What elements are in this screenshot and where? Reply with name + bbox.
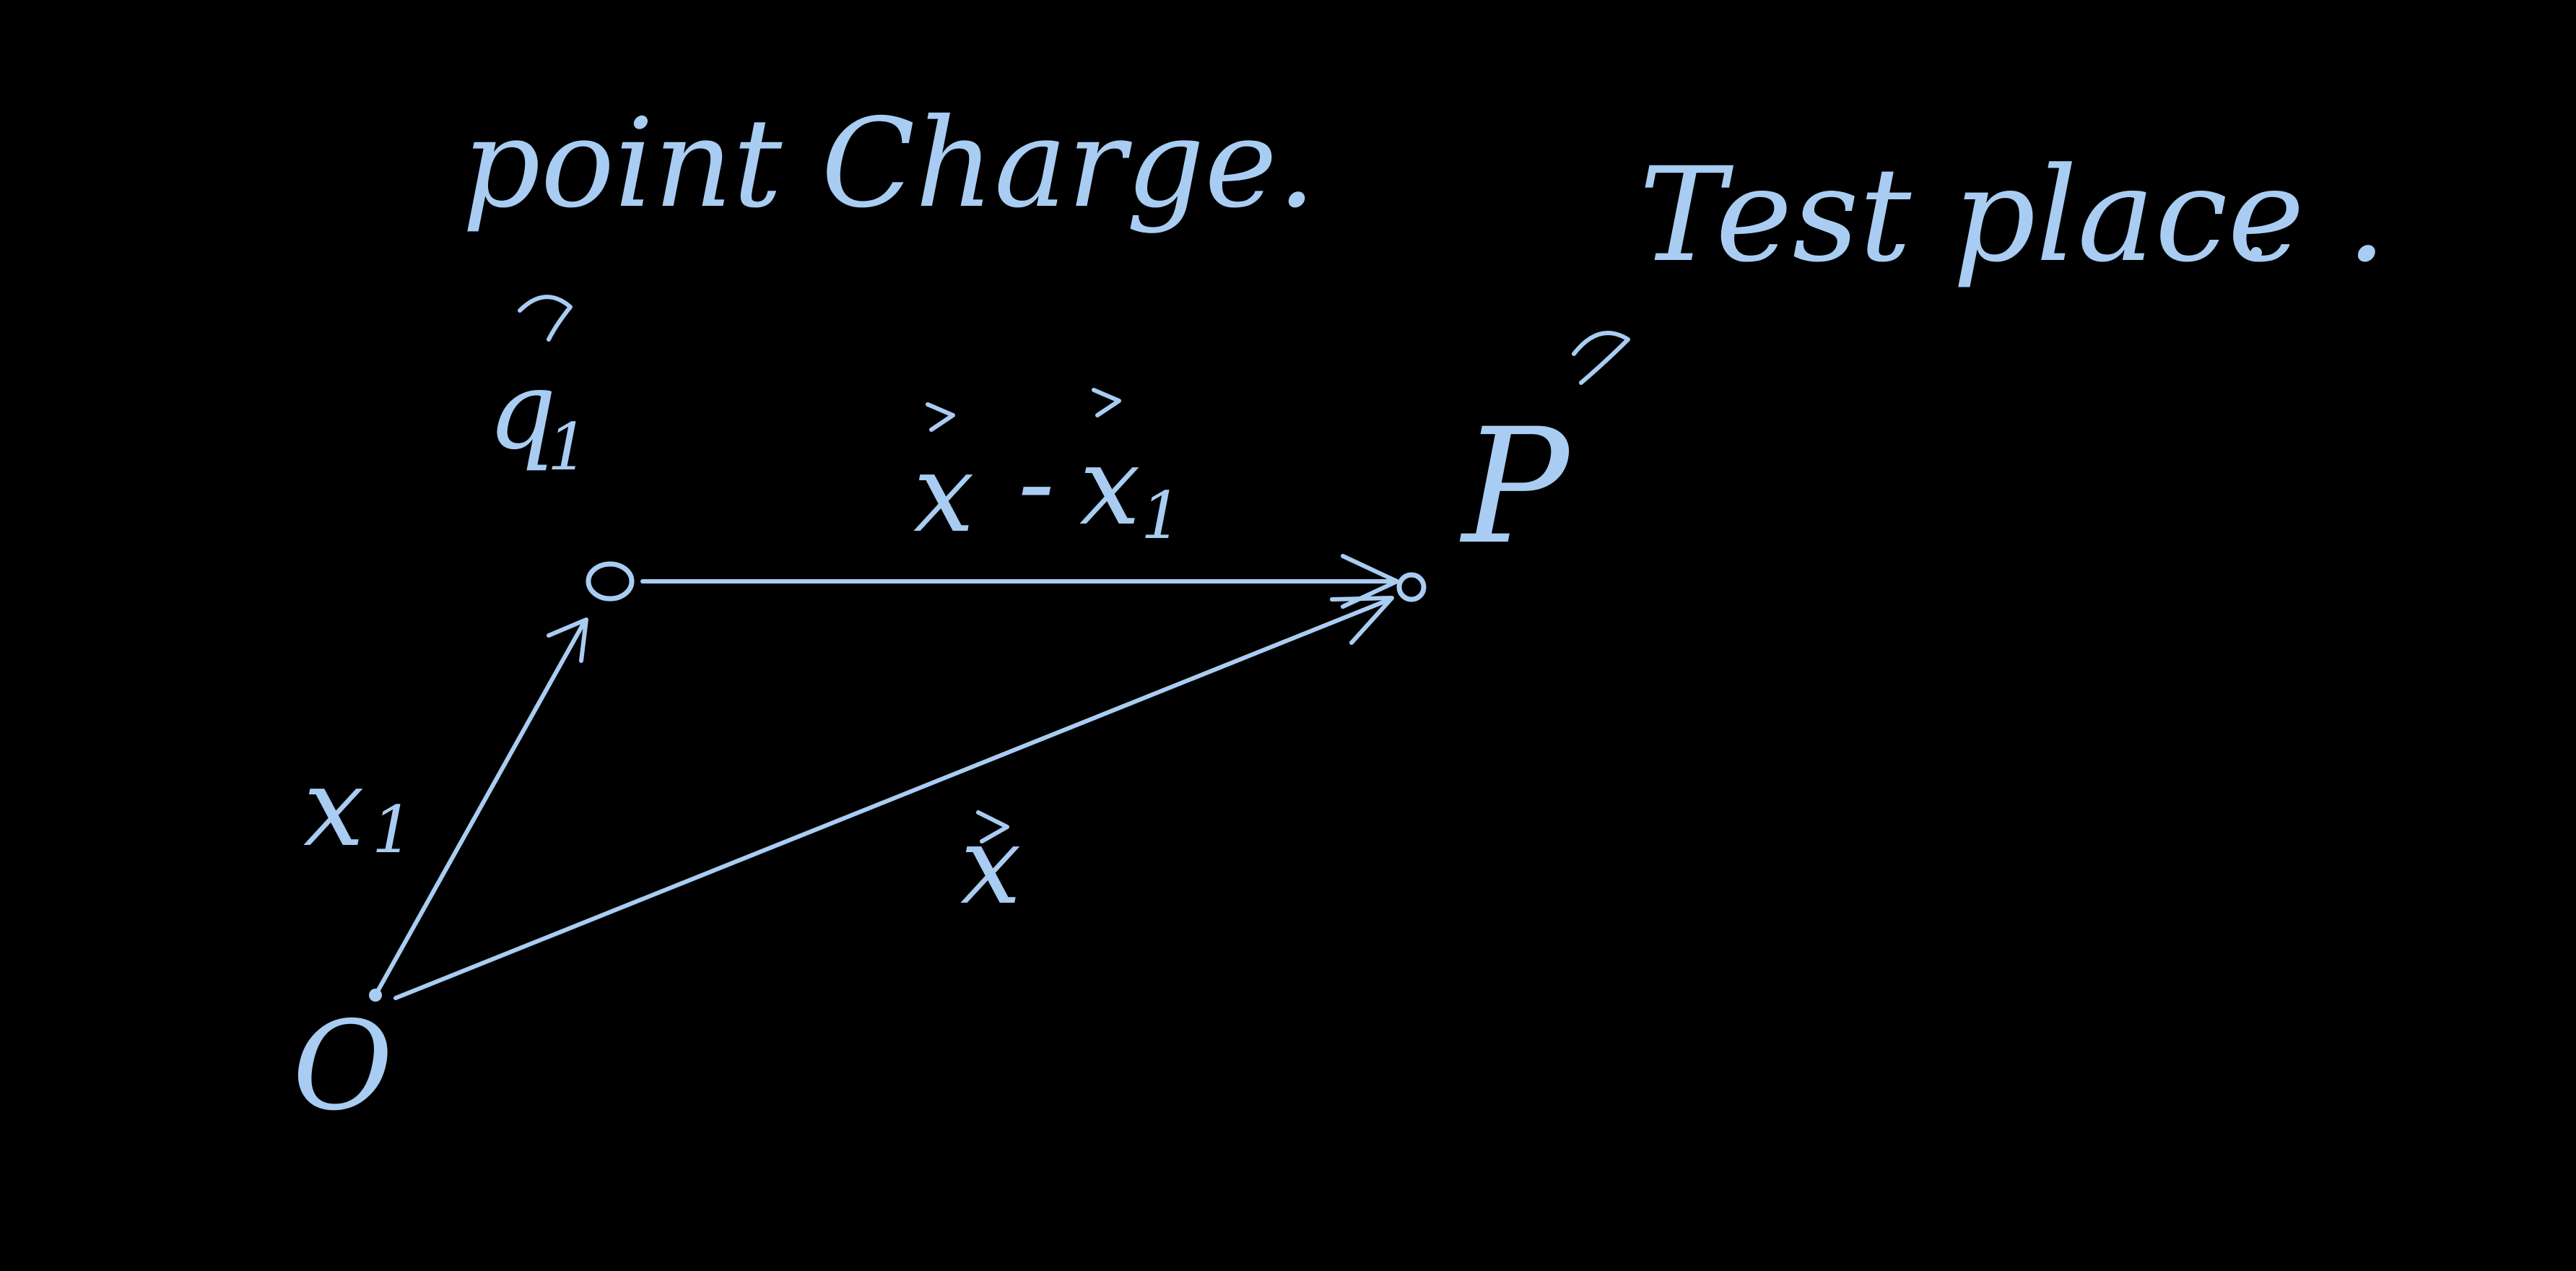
vector-diff-x1-arrow-icon [1092,388,1121,417]
vector-diff-x1-label: x [1079,424,1141,550]
vector-x-arrow-icon [976,810,1009,843]
vector-diff-x1-subscript: 1 [1141,478,1182,554]
vector-x1-arrow [373,619,587,997]
vector-diff-x-arrow-icon [926,402,955,432]
vector-diff-x-label: x [913,431,975,557]
point-charge-label: point Charge. [462,92,1316,235]
origin-marker [369,989,382,1002]
charge-q1-subscript: 1 [547,409,588,485]
point-p-label: P [1459,394,1572,579]
vector-x1-label: x [303,745,365,871]
vector-x-arrowhead [1330,596,1394,645]
vector-x-label: x [960,803,1022,929]
test-place-label: Test place . [1639,140,2387,291]
vector-x-arrow [393,597,1392,1000]
test-point-caret-icon [1572,331,1630,385]
vector-diff-minus-label: - [1018,420,1055,546]
vector-x1-subscript: 1 [372,792,413,868]
vector-x1-arrowhead [547,617,588,663]
charge-point-marker [586,561,635,602]
origin-label: O [292,995,393,1138]
charge-q1-label: q [487,348,557,474]
trailing-dot [2250,247,2262,259]
test-point-p-marker [1396,572,1427,602]
charge-caret-icon [518,295,573,342]
